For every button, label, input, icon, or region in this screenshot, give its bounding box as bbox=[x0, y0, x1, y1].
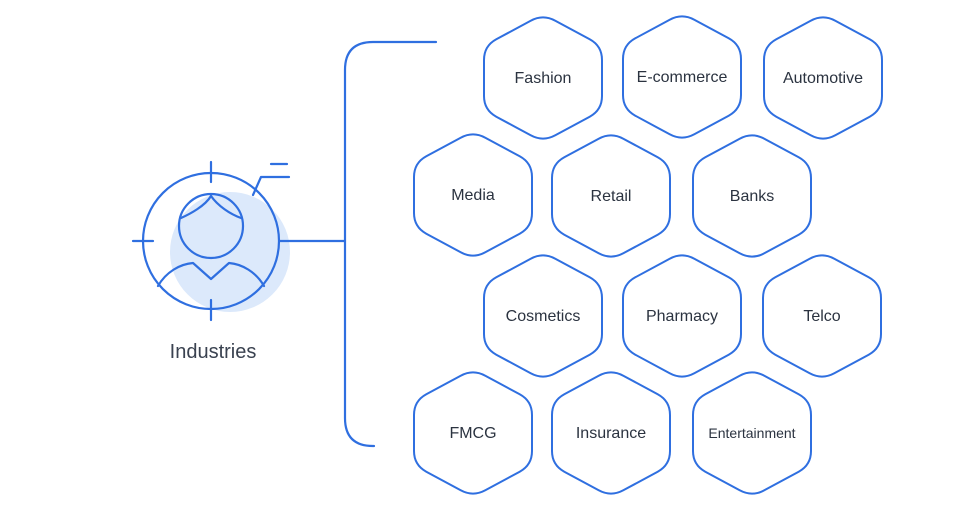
industry-hexagon-fmcg: FMCG bbox=[413, 371, 533, 495]
hexagon-shape bbox=[763, 16, 883, 140]
connector-lines bbox=[277, 40, 438, 448]
industry-label: E-commerce bbox=[637, 69, 728, 86]
hexagon-shape bbox=[762, 254, 882, 378]
industry-hexagon-cosmetics: Cosmetics bbox=[483, 254, 603, 378]
industry-hexagon-entertainment: Entertainment bbox=[692, 371, 812, 495]
industry-hexagon-telco: Telco bbox=[762, 254, 882, 378]
industry-hexagon-fashion: Fashion bbox=[483, 16, 603, 140]
industry-label: Telco bbox=[803, 308, 840, 325]
industry-hexagon-e-commerce: E-commerce bbox=[622, 15, 742, 139]
hexagon-shape bbox=[413, 133, 533, 257]
hexagon-shape bbox=[413, 371, 533, 495]
hexagon-shape bbox=[483, 16, 603, 140]
hexagon-shape bbox=[692, 134, 812, 258]
industry-label: FMCG bbox=[449, 425, 496, 442]
industry-hexagon-retail: Retail bbox=[551, 134, 671, 258]
industry-label: Entertainment bbox=[708, 425, 795, 441]
hexagon-shape bbox=[692, 371, 812, 495]
industry-label: Pharmacy bbox=[646, 308, 718, 325]
industry-label: Insurance bbox=[576, 425, 646, 442]
industry-label: Automotive bbox=[783, 70, 863, 87]
hexagon-shape bbox=[483, 254, 603, 378]
hexagon-shape bbox=[622, 15, 742, 139]
industry-hexagon-pharmacy: Pharmacy bbox=[622, 254, 742, 378]
hexagon-shape bbox=[551, 371, 671, 495]
industry-label: Retail bbox=[591, 188, 632, 205]
hexagon-shape bbox=[551, 134, 671, 258]
industry-label: Fashion bbox=[515, 70, 572, 87]
industry-hexagon-automotive: Automotive bbox=[763, 16, 883, 140]
industry-label: Media bbox=[451, 187, 495, 204]
industry-hexagon-banks: Banks bbox=[692, 134, 812, 258]
root-label: Industries bbox=[170, 341, 257, 363]
industry-label: Banks bbox=[730, 188, 774, 205]
industry-label: Cosmetics bbox=[506, 308, 581, 325]
industry-hexagon-insurance: Insurance bbox=[551, 371, 671, 495]
industry-hexagon-media: Media bbox=[413, 133, 533, 257]
user-target-icon bbox=[131, 160, 291, 322]
hexagon-shape bbox=[622, 254, 742, 378]
